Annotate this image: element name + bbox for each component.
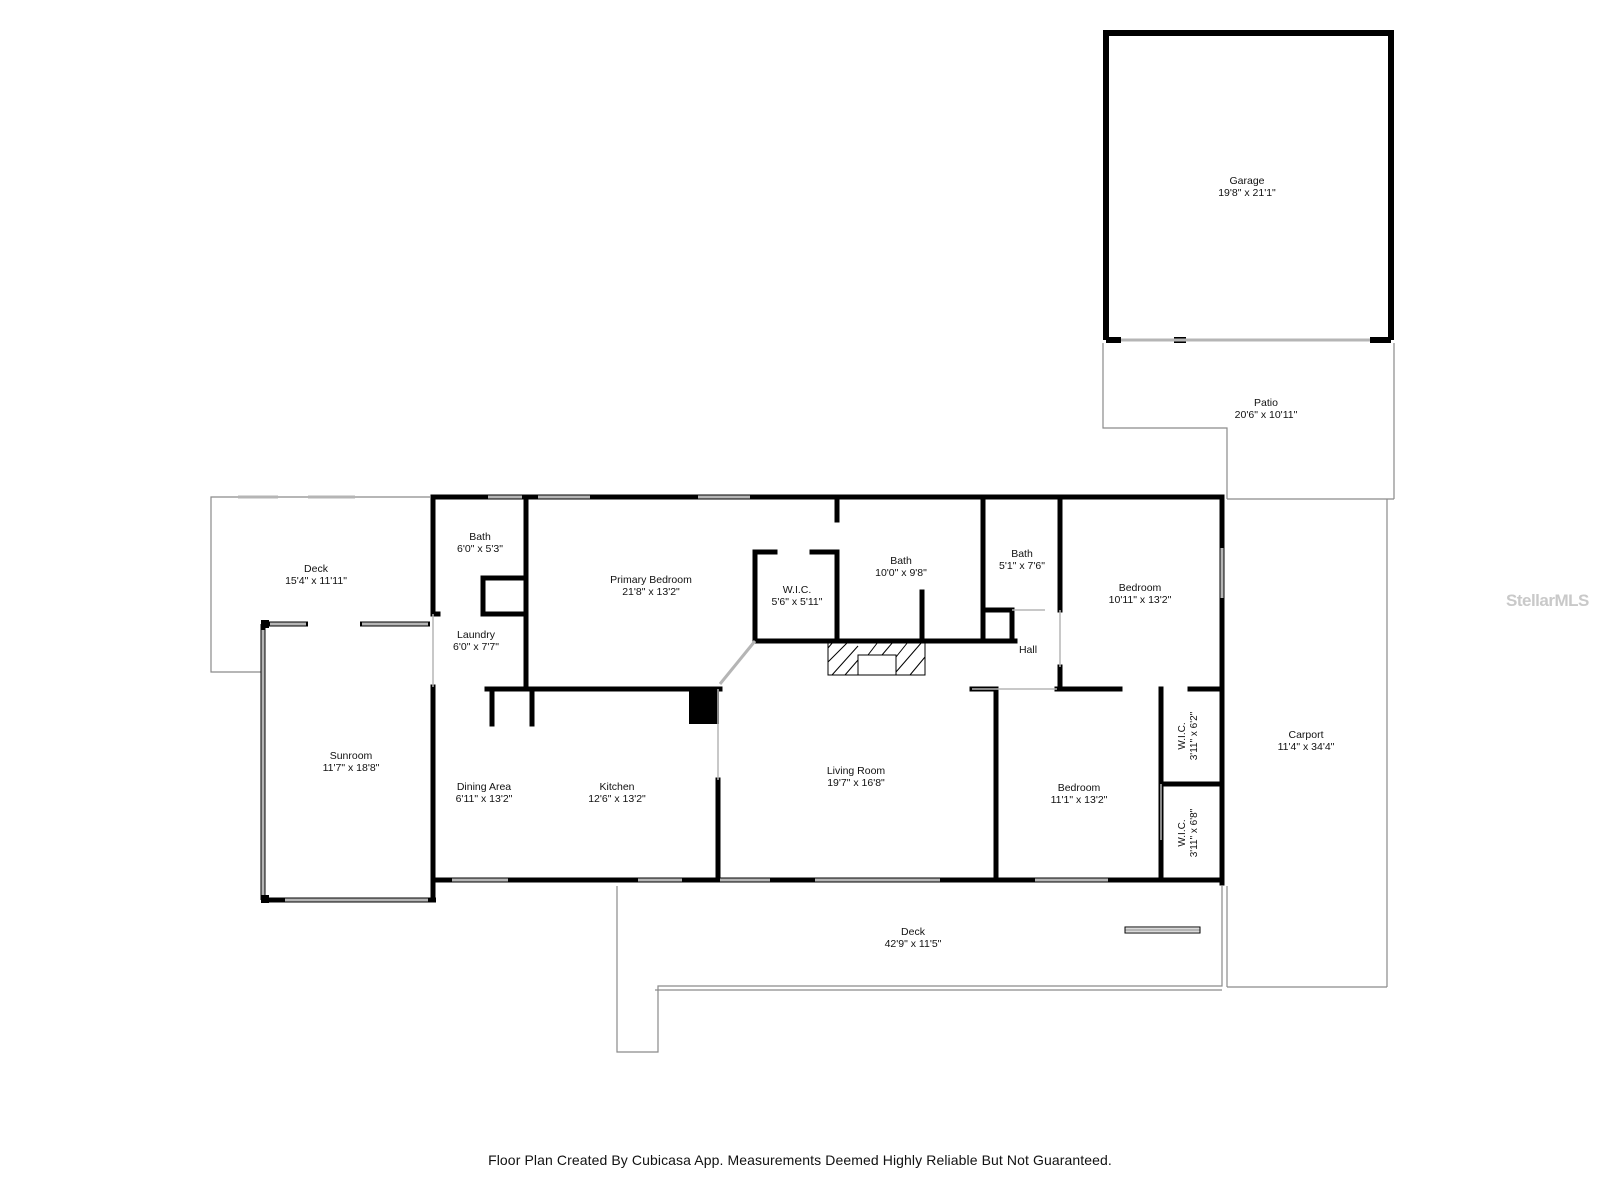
- room-name: Bedroom: [1118, 582, 1162, 594]
- deck-south-label: Deck 42'9" x 11'5": [885, 926, 942, 950]
- room-name: W.I.C.: [1177, 819, 1188, 847]
- room-dimensions: 6'0" x 7'7": [453, 641, 499, 653]
- laundry-label: Laundry 6'0" x 7'7": [453, 629, 499, 653]
- bath-1-label: Bath 6'0" x 5'3": [457, 531, 503, 555]
- room-name: Primary Bedroom: [610, 574, 692, 586]
- room-dimensions: 20'6" x 10'11": [1234, 409, 1298, 421]
- sunroom-corner-nw: [261, 620, 269, 628]
- room-dimensions: 6'11" x 13'2": [455, 793, 513, 805]
- room-name: Garage: [1229, 175, 1265, 187]
- garage-label: Garage 19'8" x 21'1": [1218, 175, 1276, 199]
- patio-outline: [1102, 343, 1228, 499]
- sunroom-corner-sw: [261, 895, 269, 903]
- bath-2-label: Bath 10'0" x 9'8": [875, 555, 927, 579]
- bath-3-label: Bath 5'1" x 7'6": [999, 548, 1045, 572]
- bedroom-1-label: Bedroom 10'11" x 13'2": [1109, 582, 1172, 606]
- room-name: Bath: [469, 531, 491, 543]
- room-name: Bedroom: [1057, 782, 1101, 794]
- carport-label: Carport 11'4" x 34'4": [1278, 729, 1335, 753]
- patio-label: Patio 20'6" x 10'11": [1235, 397, 1298, 421]
- room-dimensions: 11'7" x 18'8": [322, 762, 380, 774]
- door-markers: [432, 609, 1162, 840]
- outdoor-outlines: [210, 343, 1395, 1053]
- room-name: Living Room: [826, 765, 886, 777]
- fireplace-hearth: [827, 641, 926, 676]
- angled-wall: [718, 640, 757, 685]
- room-dimensions: 11'4" x 34'4": [1277, 741, 1335, 753]
- footer-disclaimer: Floor Plan Created By Cubicasa App. Meas…: [488, 1152, 1112, 1168]
- room-name: Hall: [1018, 644, 1038, 656]
- room-dimensions: 15'4" x 11'11": [285, 575, 347, 587]
- room-dimensions: 19'7" x 16'8": [827, 777, 885, 789]
- living-room-label: Living Room 19'7" x 16'8": [827, 765, 885, 789]
- room-dimensions: 3'11" x 6'2": [1189, 711, 1200, 761]
- room-name: Deck: [304, 563, 328, 575]
- wic-1-label: W.I.C. 3'11" x 6'2": [1177, 712, 1201, 761]
- kitchen-label: Kitchen 12'6" x 13'2": [588, 781, 646, 805]
- room-name: Bath: [1011, 548, 1033, 560]
- room-dimensions: 5'1" x 7'6": [999, 560, 1045, 572]
- room-dimensions: 3'11" x 6'8": [1189, 808, 1200, 858]
- room-dimensions: 42'9" x 11'5": [884, 938, 942, 950]
- room-name: W.I.C.: [782, 584, 812, 596]
- room-name: Bath: [890, 555, 912, 567]
- room-name: Laundry: [457, 629, 495, 641]
- windows: [238, 495, 1224, 932]
- house-walls: [430, 494, 1225, 901]
- room-name: Patio: [1254, 397, 1278, 409]
- room-dimensions: 5'6" x 5'11": [771, 596, 823, 608]
- room-name: Carport: [1288, 729, 1324, 741]
- sunroom-label: Sunroom 11'7" x 18'8": [323, 750, 380, 774]
- room-name: Dining Area: [456, 781, 512, 793]
- room-dimensions: 21'8" x 13'2": [622, 586, 680, 598]
- deck-south-outline: [616, 886, 1223, 1053]
- room-name: Sunroom: [329, 750, 373, 762]
- room-name: W.I.C.: [1177, 722, 1188, 750]
- primary-bedroom-label: Primary Bedroom 21'8" x 13'2": [610, 574, 692, 598]
- room-dimensions: 6'0" x 5'3": [457, 543, 503, 555]
- room-name: Deck: [901, 926, 925, 938]
- room-dimensions: 12'6" x 13'2": [588, 793, 646, 805]
- planter-box: [1124, 926, 1201, 934]
- dining-area-label: Dining Area 6'11" x 13'2": [456, 781, 513, 805]
- wic-2-label: W.I.C. 3'11" x 6'8": [1177, 809, 1201, 858]
- wic-primary-label: W.I.C. 5'6" x 5'11": [772, 584, 823, 608]
- bedroom-2-label: Bedroom 11'1" x 13'2": [1051, 782, 1108, 806]
- hall-label: Hall: [1019, 644, 1037, 656]
- room-dimensions: 10'11" x 13'2": [1108, 594, 1172, 606]
- deck-west-label: Deck 15'4" x 11'11": [285, 563, 347, 587]
- watermark-logo: StellarMLS: [1506, 591, 1589, 610]
- room-dimensions: 10'0" x 9'8": [875, 567, 927, 579]
- room-name: Kitchen: [599, 781, 635, 793]
- room-dimensions: 11'1" x 13'2": [1050, 794, 1108, 806]
- chimney: [689, 688, 719, 724]
- room-dimensions: 19'8" x 21'1": [1218, 187, 1276, 199]
